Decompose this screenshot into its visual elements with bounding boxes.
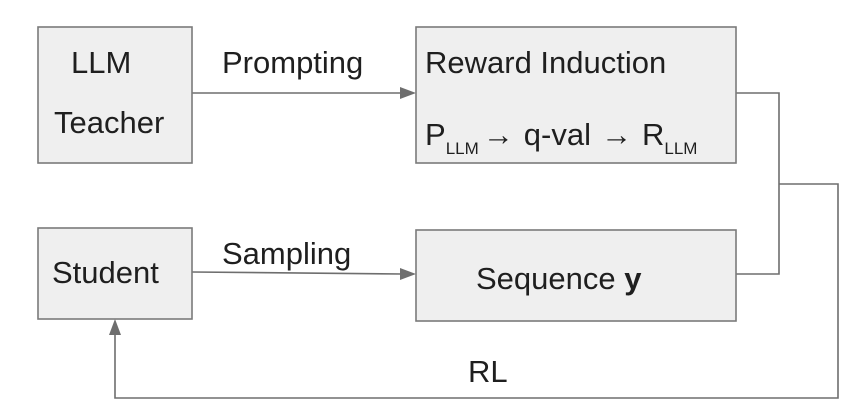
llm-teacher-box: [37, 26, 193, 164]
formula-arrow-2: →: [601, 117, 632, 152]
rl-arrowhead: [109, 319, 121, 335]
sampling-arrowhead: [400, 268, 416, 280]
student-label: Student: [52, 255, 159, 290]
formula-arrow-1: →: [483, 117, 514, 152]
q-val-term: q-val: [524, 117, 591, 152]
sampling-label: Sampling: [222, 236, 351, 271]
sequence-label: Sequence y: [476, 261, 642, 296]
rl-feedback-edge: [114, 183, 839, 399]
p-llm-subscript: LLM: [446, 139, 479, 158]
r-llm-subscript: LLM: [664, 139, 697, 158]
sequence-box: [415, 229, 737, 322]
sequence-variable-y: y: [624, 261, 642, 296]
teacher-label-line1: LLM: [71, 45, 131, 80]
sampling-edge: [191, 271, 403, 275]
reward-formula: PLLM→q-val→RLLM: [425, 117, 697, 158]
reward-induction-box: [415, 26, 737, 164]
sequence-text: Sequence: [476, 261, 624, 296]
prompting-arrowhead: [400, 87, 416, 99]
reward-to-sequence-edge: [736, 92, 780, 275]
p-llm-symbol: P: [425, 117, 446, 152]
reward-induction-title: Reward Induction: [425, 45, 666, 80]
teacher-label-line2: Teacher: [54, 105, 164, 140]
student-box: [37, 227, 193, 320]
r-llm-symbol: R: [642, 117, 664, 152]
prompting-label: Prompting: [222, 45, 363, 80]
rl-label: RL: [468, 354, 508, 389]
